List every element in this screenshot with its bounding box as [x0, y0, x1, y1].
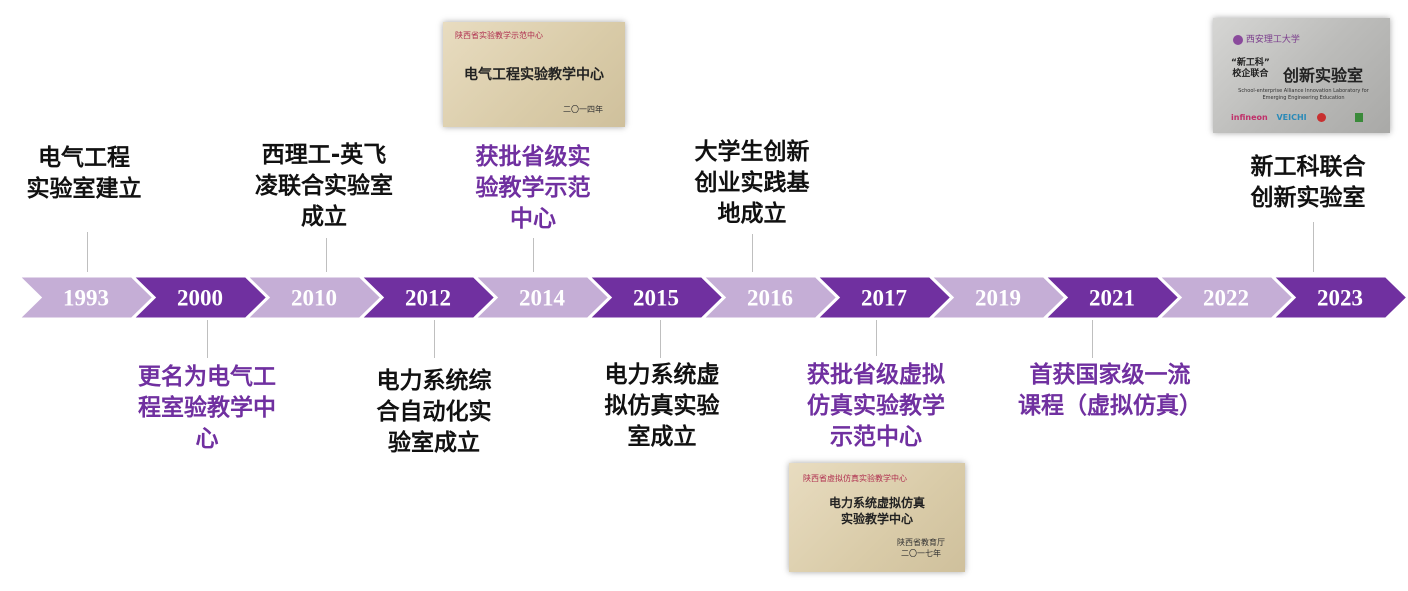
event-text: 获批省级实	[475, 144, 591, 170]
plaque-header: 陕西省虚拟仿真实验教学中心	[803, 474, 907, 483]
chevron-2023	[1268, 274, 1408, 321]
event-2012: 电力系统综 合自动化实 验室成立	[349, 366, 519, 459]
year-label-2017: 2017	[861, 286, 907, 311]
year-label-2022: 2022	[1203, 286, 1249, 311]
connector-2012	[434, 320, 435, 358]
event-text: 示范中心	[830, 424, 922, 450]
event-text: 创新实验室	[1250, 185, 1366, 211]
event-text: 拟仿真实验	[604, 393, 720, 419]
connector-1993	[87, 232, 88, 272]
logo-text: 西安理工大学	[1245, 35, 1300, 45]
connector-2000	[207, 320, 208, 358]
plaque-2023-photo: 西安理工大学 “新工科” 校企联合 创新实验室 School-enterpris…	[1213, 18, 1390, 133]
event-text: 心	[195, 426, 219, 452]
event-2023: 新工科联合 创新实验室	[1223, 152, 1393, 214]
event-text: 室成立	[627, 424, 697, 450]
event-text: 电力系统虚	[604, 362, 720, 388]
connector-2016	[752, 234, 753, 272]
year-label-2023: 2023	[1317, 286, 1363, 311]
event-2014: 获批省级实 验教学示范 中心	[448, 142, 618, 235]
event-text: 大学生创新	[694, 139, 810, 165]
event-2017: 获批省级虚拟 仿真实验教学 示范中心	[791, 360, 961, 453]
event-text: 验室成立	[388, 430, 480, 456]
connector-2014	[533, 238, 534, 272]
year-label-2019: 2019	[975, 286, 1021, 311]
event-text: 首获国家级一流	[1029, 362, 1191, 388]
event-text: 更名为电气工	[138, 364, 276, 390]
connector-2023	[1313, 222, 1314, 272]
event-2010: 西理工-英飞 凌联合实验室 成立	[239, 140, 409, 233]
plaque-title-line: 电力系统虚拟仿真	[828, 496, 925, 510]
plaque-date: 二〇一四年	[563, 105, 603, 114]
connector-2010	[326, 238, 327, 272]
year-label-2014: 2014	[519, 286, 566, 311]
event-1993: 电气工程 实验室建立	[0, 143, 169, 205]
plaque-issuer: 陕西省教育厅	[897, 538, 945, 547]
event-text: 仿真实验教学	[807, 393, 945, 419]
year-label-2000: 2000	[177, 286, 223, 311]
infineon-logo: infineon	[1231, 113, 1268, 122]
plaque-title-line: 实验教学中心	[840, 512, 913, 526]
veichi-logo: VEICHI	[1276, 113, 1307, 122]
event-text: 成立	[301, 204, 347, 230]
event-text: 实验室建立	[26, 176, 142, 202]
event-text: 创业实践基	[694, 170, 810, 196]
plaque-sub-text: 校企联合	[1232, 69, 1269, 79]
connector-2015	[660, 320, 661, 358]
plaque-title: 创新实验室	[1283, 66, 1364, 85]
event-text: 合自动化实	[376, 399, 492, 425]
event-text: 西理工-英飞	[261, 142, 387, 168]
event-text: 凌联合实验室	[255, 173, 393, 199]
event-text: 验教学示范	[475, 175, 591, 201]
event-2016: 大学生创新 创业实践基 地成立	[667, 137, 837, 230]
connector-2021	[1092, 320, 1093, 358]
partner-logo-red	[1317, 113, 1327, 122]
plaque-title: 电力系统虚拟仿真 实验教学中心	[789, 495, 965, 527]
event-text: 电气工程	[38, 145, 130, 171]
partner-logo-green	[1355, 113, 1364, 122]
event-text: 课程（虚拟仿真）	[1018, 393, 1202, 419]
connector-2017	[876, 320, 877, 356]
plaque-date: 二〇一七年	[901, 549, 941, 558]
year-label-2015: 2015	[633, 286, 679, 311]
plaque-2017-photo: 陕西省虚拟仿真实验教学中心 电力系统虚拟仿真 实验教学中心 陕西省教育厅 二〇一…	[789, 463, 965, 572]
partner-logos: infineon VEICHI	[1231, 113, 1364, 122]
event-2021: 首获国家级一流 课程（虚拟仿真）	[1000, 360, 1220, 422]
plaque-quote: “新工科” 校企联合	[1231, 58, 1270, 80]
event-2015: 电力系统虚 拟仿真实验 室成立	[577, 360, 747, 453]
year-label-2010: 2010	[291, 286, 337, 311]
plaque-title: 电气工程实验教学中心	[464, 67, 604, 83]
plaque-header: 陕西省实验教学示范中心	[455, 31, 543, 40]
year-label-2012: 2012	[405, 286, 451, 311]
event-text: 获批省级虚拟	[807, 362, 945, 388]
event-text: 电力系统综	[376, 368, 492, 394]
event-text: 新工科联合	[1250, 154, 1366, 180]
plaque-english: School-enterprise Alliance Innovation La…	[1238, 88, 1369, 101]
year-label-1993: 1993	[63, 286, 109, 311]
event-text: 中心	[510, 206, 556, 232]
year-label-2016: 2016	[747, 286, 793, 311]
plaque-2014-photo: 陕西省实验教学示范中心 电气工程实验教学中心 二〇一四年	[443, 22, 625, 127]
event-text: 程室验教学中	[138, 395, 276, 421]
year-label-2021: 2021	[1089, 286, 1135, 311]
event-text: 地成立	[717, 201, 787, 227]
university-logo: 西安理工大学	[1233, 32, 1300, 45]
event-2000: 更名为电气工 程室验教学中 心	[122, 362, 292, 455]
plaque-issuer-date: 陕西省教育厅 二〇一七年	[897, 537, 945, 559]
plaque-quote-text: “新工科”	[1231, 58, 1270, 68]
